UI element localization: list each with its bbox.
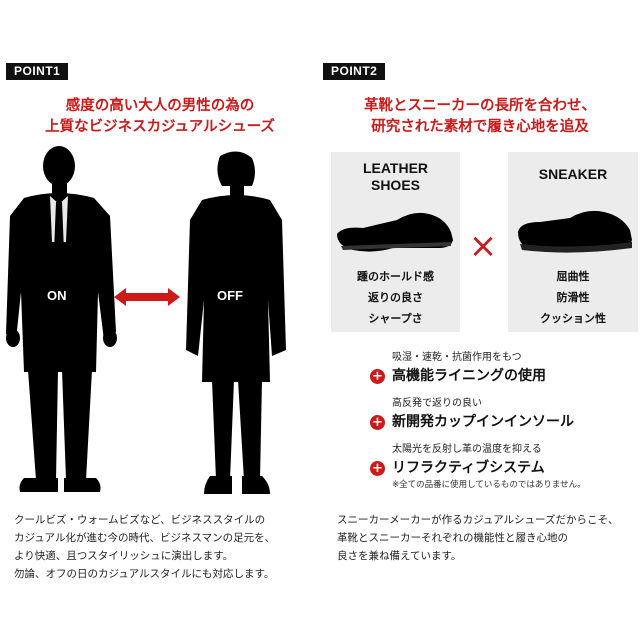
sneaker-trait-3: クッション性 (540, 312, 606, 325)
feature-2-sub: 高反発で返りの良い (392, 398, 482, 409)
leather-trait-3: シャープさ (368, 312, 423, 325)
leather-trait-1: 踵のホールド感 (357, 270, 434, 283)
point1-headline-line1: 感度の高い大人の男性の為の (65, 98, 255, 114)
point1-headline-line2: 上質なビジネスカジュアルシューズ (45, 119, 275, 135)
point2-headline-line2: 研究された素材で履き心地を追及 (371, 119, 589, 135)
feature-1-sub: 吸湿・速乾・抗菌作用をもつ (392, 352, 522, 363)
on-label: ON (47, 288, 67, 303)
feature-3-sub: 太陽光を反射し革の温度を抑える (392, 444, 542, 455)
sneaker-icon (518, 210, 632, 253)
sneaker-trait-1: 屈曲性 (556, 270, 590, 283)
sneaker-traits: 屈曲性 防滑性 クッション性 (508, 266, 638, 329)
leather-trait-2: 返りの良さ (368, 291, 423, 304)
point1-desc-line3: より快適、且つスタイリッシュに演出します。 (14, 550, 234, 562)
plus-icon: + (370, 369, 385, 384)
point1-description: クールビズ・ウォームビズなど、ビジネススタイルの カジュアル化が進む今の時代、ビ… (14, 511, 275, 583)
sneaker-trait-2: 防滑性 (556, 291, 590, 304)
point1-tag: POINT1 (6, 63, 69, 80)
point2-desc-line1: スニーカーメーカーが作るカジュアルシューズだからこそ、 (337, 514, 619, 526)
point1-desc-line4: 勿論、オフの日のカジュアルスタイルにも対応します。 (14, 568, 275, 580)
plus-icon: + (370, 461, 385, 476)
businessman-silhouette (6, 146, 117, 492)
point2-description: スニーカーメーカーが作るカジュアルシューズだからこそ、 革靴とスニーカーそれぞれ… (337, 511, 619, 565)
point2-headline-line1: 革靴とスニーカーの長所を合わせ、 (364, 98, 596, 114)
sneaker-panel: SNEAKER 屈曲性 防滑性 クッション性 (508, 152, 638, 332)
leather-shoes-title: LEATHER SHOES (331, 160, 460, 194)
casual-silhouette (186, 151, 286, 494)
point2-desc-line3: 良さを兼ね備えています。 (337, 550, 462, 562)
off-label: OFF (217, 288, 243, 303)
feature-1-main: 高機能ライニングの使用 (392, 368, 546, 384)
leather-shoes-title-line1: LEATHER (362, 160, 429, 176)
plus-icon: + (370, 415, 385, 430)
point1-headline: 感度の高い大人の男性の為の 上質なビジネスカジュアルシューズ (0, 96, 320, 138)
double-arrow-icon (114, 288, 180, 306)
cross-icon: × (468, 226, 498, 266)
sneaker-title-line1: SNEAKER (538, 166, 608, 182)
sneaker-title: SNEAKER (508, 166, 638, 183)
feature-3-main: リフラクティブシステム (392, 460, 545, 476)
leather-traits: 踵のホールド感 返りの良さ シャープさ (331, 266, 460, 329)
leather-shoes-panel: LEATHER SHOES 踵のホールド感 返りの良さ シャープさ (331, 152, 460, 332)
point2-headline: 革靴とスニーカーの長所を合わせ、 研究された素材で履き心地を追及 (320, 96, 640, 138)
feature-2-main: 新開発カップインインソール (392, 414, 574, 430)
leather-shoe-icon (337, 212, 453, 252)
point2-desc-line2: 革靴とスニーカーそれぞれの機能性と履き心地の (337, 532, 568, 544)
point1-desc-line1: クールビズ・ウォームビズなど、ビジネススタイルの (14, 514, 266, 526)
point1-desc-line2: カジュアル化が進む今の時代、ビジネスマンの足元を、 (14, 532, 276, 544)
leather-shoes-title-line2: SHOES (370, 177, 420, 193)
point2-tag: POINT2 (323, 63, 386, 80)
feature-note: ※全ての品番に使用しているものではありません。 (392, 480, 586, 490)
